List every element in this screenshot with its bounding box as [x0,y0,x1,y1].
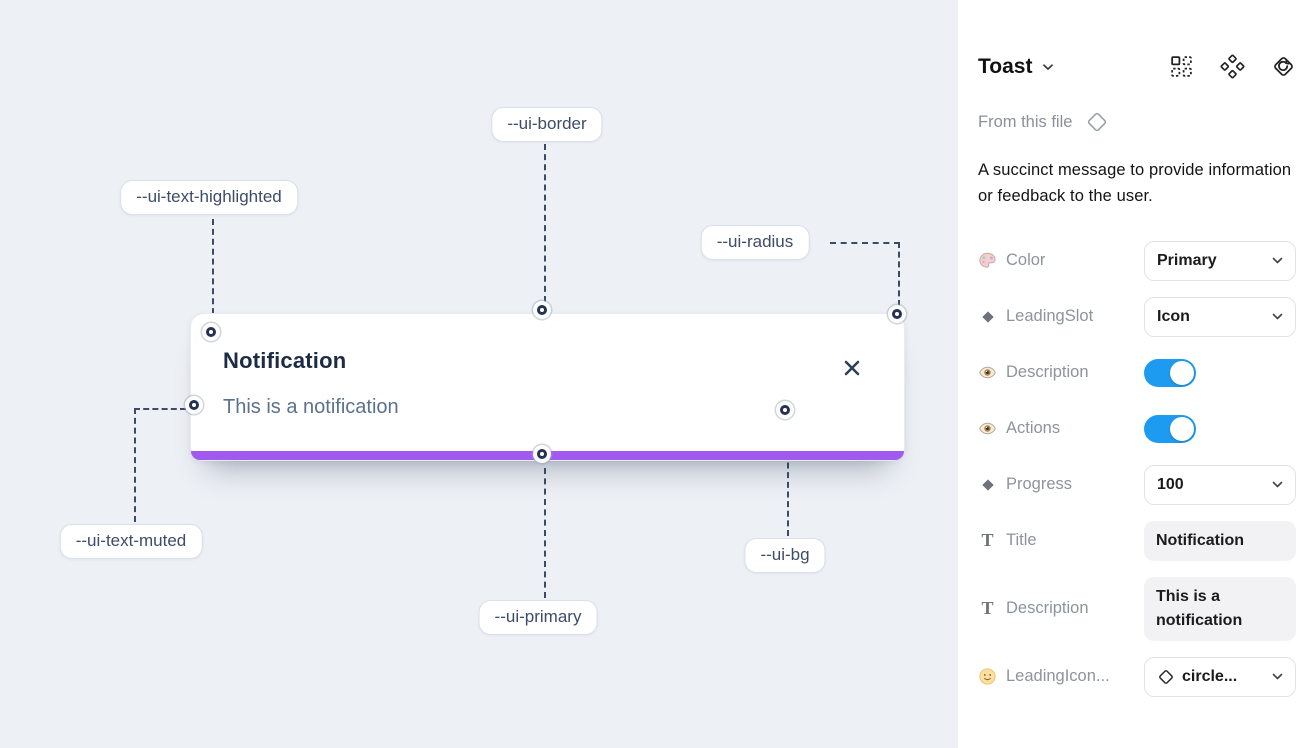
connector-ui-radius [830,242,900,306]
anchor-ring-text-highlighted[interactable] [206,327,216,337]
toast-component[interactable]: Notification This is a notification [190,313,905,461]
connector-ui-bg [787,424,789,536]
dropdown-value: Primary [1157,251,1217,269]
anchor-ring-border[interactable] [537,305,547,315]
diamond-icon [978,307,997,326]
diamond-icon [978,475,997,494]
chip-ui-bg[interactable]: --ui-bg [744,538,826,573]
component-description: A succinct message to provide informatio… [978,161,1292,206]
source-label: From this file [978,112,1073,131]
anchor-ring-text-muted[interactable] [189,400,199,410]
connector-ui-text-highlighted [212,219,214,324]
prop-row-color: Color Primary [978,240,1296,281]
chevron-down-icon [1272,673,1283,680]
eye-icon [978,363,997,382]
prop-row-actions-toggle: Actions [978,409,1296,449]
prop-label: Description [1006,599,1089,618]
property-list: Color Primary LeadingSlot Icon [978,240,1296,697]
toast-title: Notification [223,348,347,373]
source-row: From this file [978,109,1296,135]
leadingicon-dropdown[interactable]: circle... [1144,656,1296,697]
component-arrow-icon[interactable] [1271,54,1296,79]
close-icon[interactable] [842,358,862,378]
text-icon: T [981,598,994,619]
actions-toggle[interactable] [1144,414,1196,443]
prop-label: LeadingIcon... [1006,667,1110,686]
chevron-down-icon [1272,481,1283,488]
component-selector[interactable]: Toast [978,55,1054,79]
prop-row-leadingicon: LeadingIcon... circle... [978,656,1296,697]
prop-label: LeadingSlot [1006,307,1094,326]
connector-ui-primary [544,468,546,598]
prop-row-description-text: T Description This is a notification [978,576,1296,641]
chip-ui-primary[interactable]: --ui-primary [478,600,598,635]
design-canvas[interactable]: Notification This is a notification --ui… [0,0,958,748]
progress-dropdown[interactable]: 100 [1144,464,1296,505]
toast-description: This is a notification [223,396,399,418]
properties-panel: Toast [958,0,1312,748]
dropdown-value: 100 [1157,475,1184,493]
prop-row-title: T Title Notification [978,520,1296,561]
description-toggle[interactable] [1144,358,1196,387]
connector-ui-text-muted [134,408,186,522]
color-dropdown[interactable]: Primary [1144,240,1296,281]
title-field[interactable]: Notification [1144,520,1296,561]
chip-ui-border[interactable]: --ui-border [491,107,603,142]
smiley-icon [978,667,997,686]
dropdown-value: circle... [1182,667,1238,685]
prop-row-leadingslot: LeadingSlot Icon [978,296,1296,337]
chevron-down-icon [1272,257,1283,264]
chevron-down-icon [1272,313,1283,320]
anchor-ring-primary[interactable] [537,449,547,459]
chevron-down-icon [1043,63,1054,70]
panel-header: Toast [978,54,1296,79]
prop-label: Description [1006,363,1089,382]
instance-grid-icon[interactable] [1169,54,1194,79]
leadingslot-dropdown[interactable]: Icon [1144,296,1296,337]
connector-ui-border [544,144,546,302]
prop-label: Actions [1006,419,1061,438]
prop-label: Title [1006,531,1037,550]
diamond-outline-icon [1159,669,1173,684]
chip-ui-text-highlighted[interactable]: --ui-text-highlighted [120,180,298,215]
eye-icon [978,419,997,438]
component-title: Toast [978,54,1033,78]
prop-label: Progress [1006,475,1073,494]
prop-label: Color [1006,251,1046,270]
palette-icon [978,251,997,270]
variants-icon[interactable] [1220,54,1245,79]
header-icons [1169,54,1296,79]
chip-ui-text-muted[interactable]: --ui-text-muted [59,524,203,559]
toast-progress-bar [191,451,904,460]
diamond-outline-icon [1088,112,1107,132]
anchor-ring-bg[interactable] [780,405,790,415]
description-field[interactable]: This is a notification [1144,576,1296,641]
prop-row-description-toggle: Description [978,353,1296,393]
chip-ui-radius[interactable]: --ui-radius [700,225,810,260]
anchor-ring-radius[interactable] [892,309,902,319]
dropdown-value: Icon [1157,307,1190,325]
text-icon: T [981,530,994,551]
prop-row-progress: Progress 100 [978,464,1296,505]
